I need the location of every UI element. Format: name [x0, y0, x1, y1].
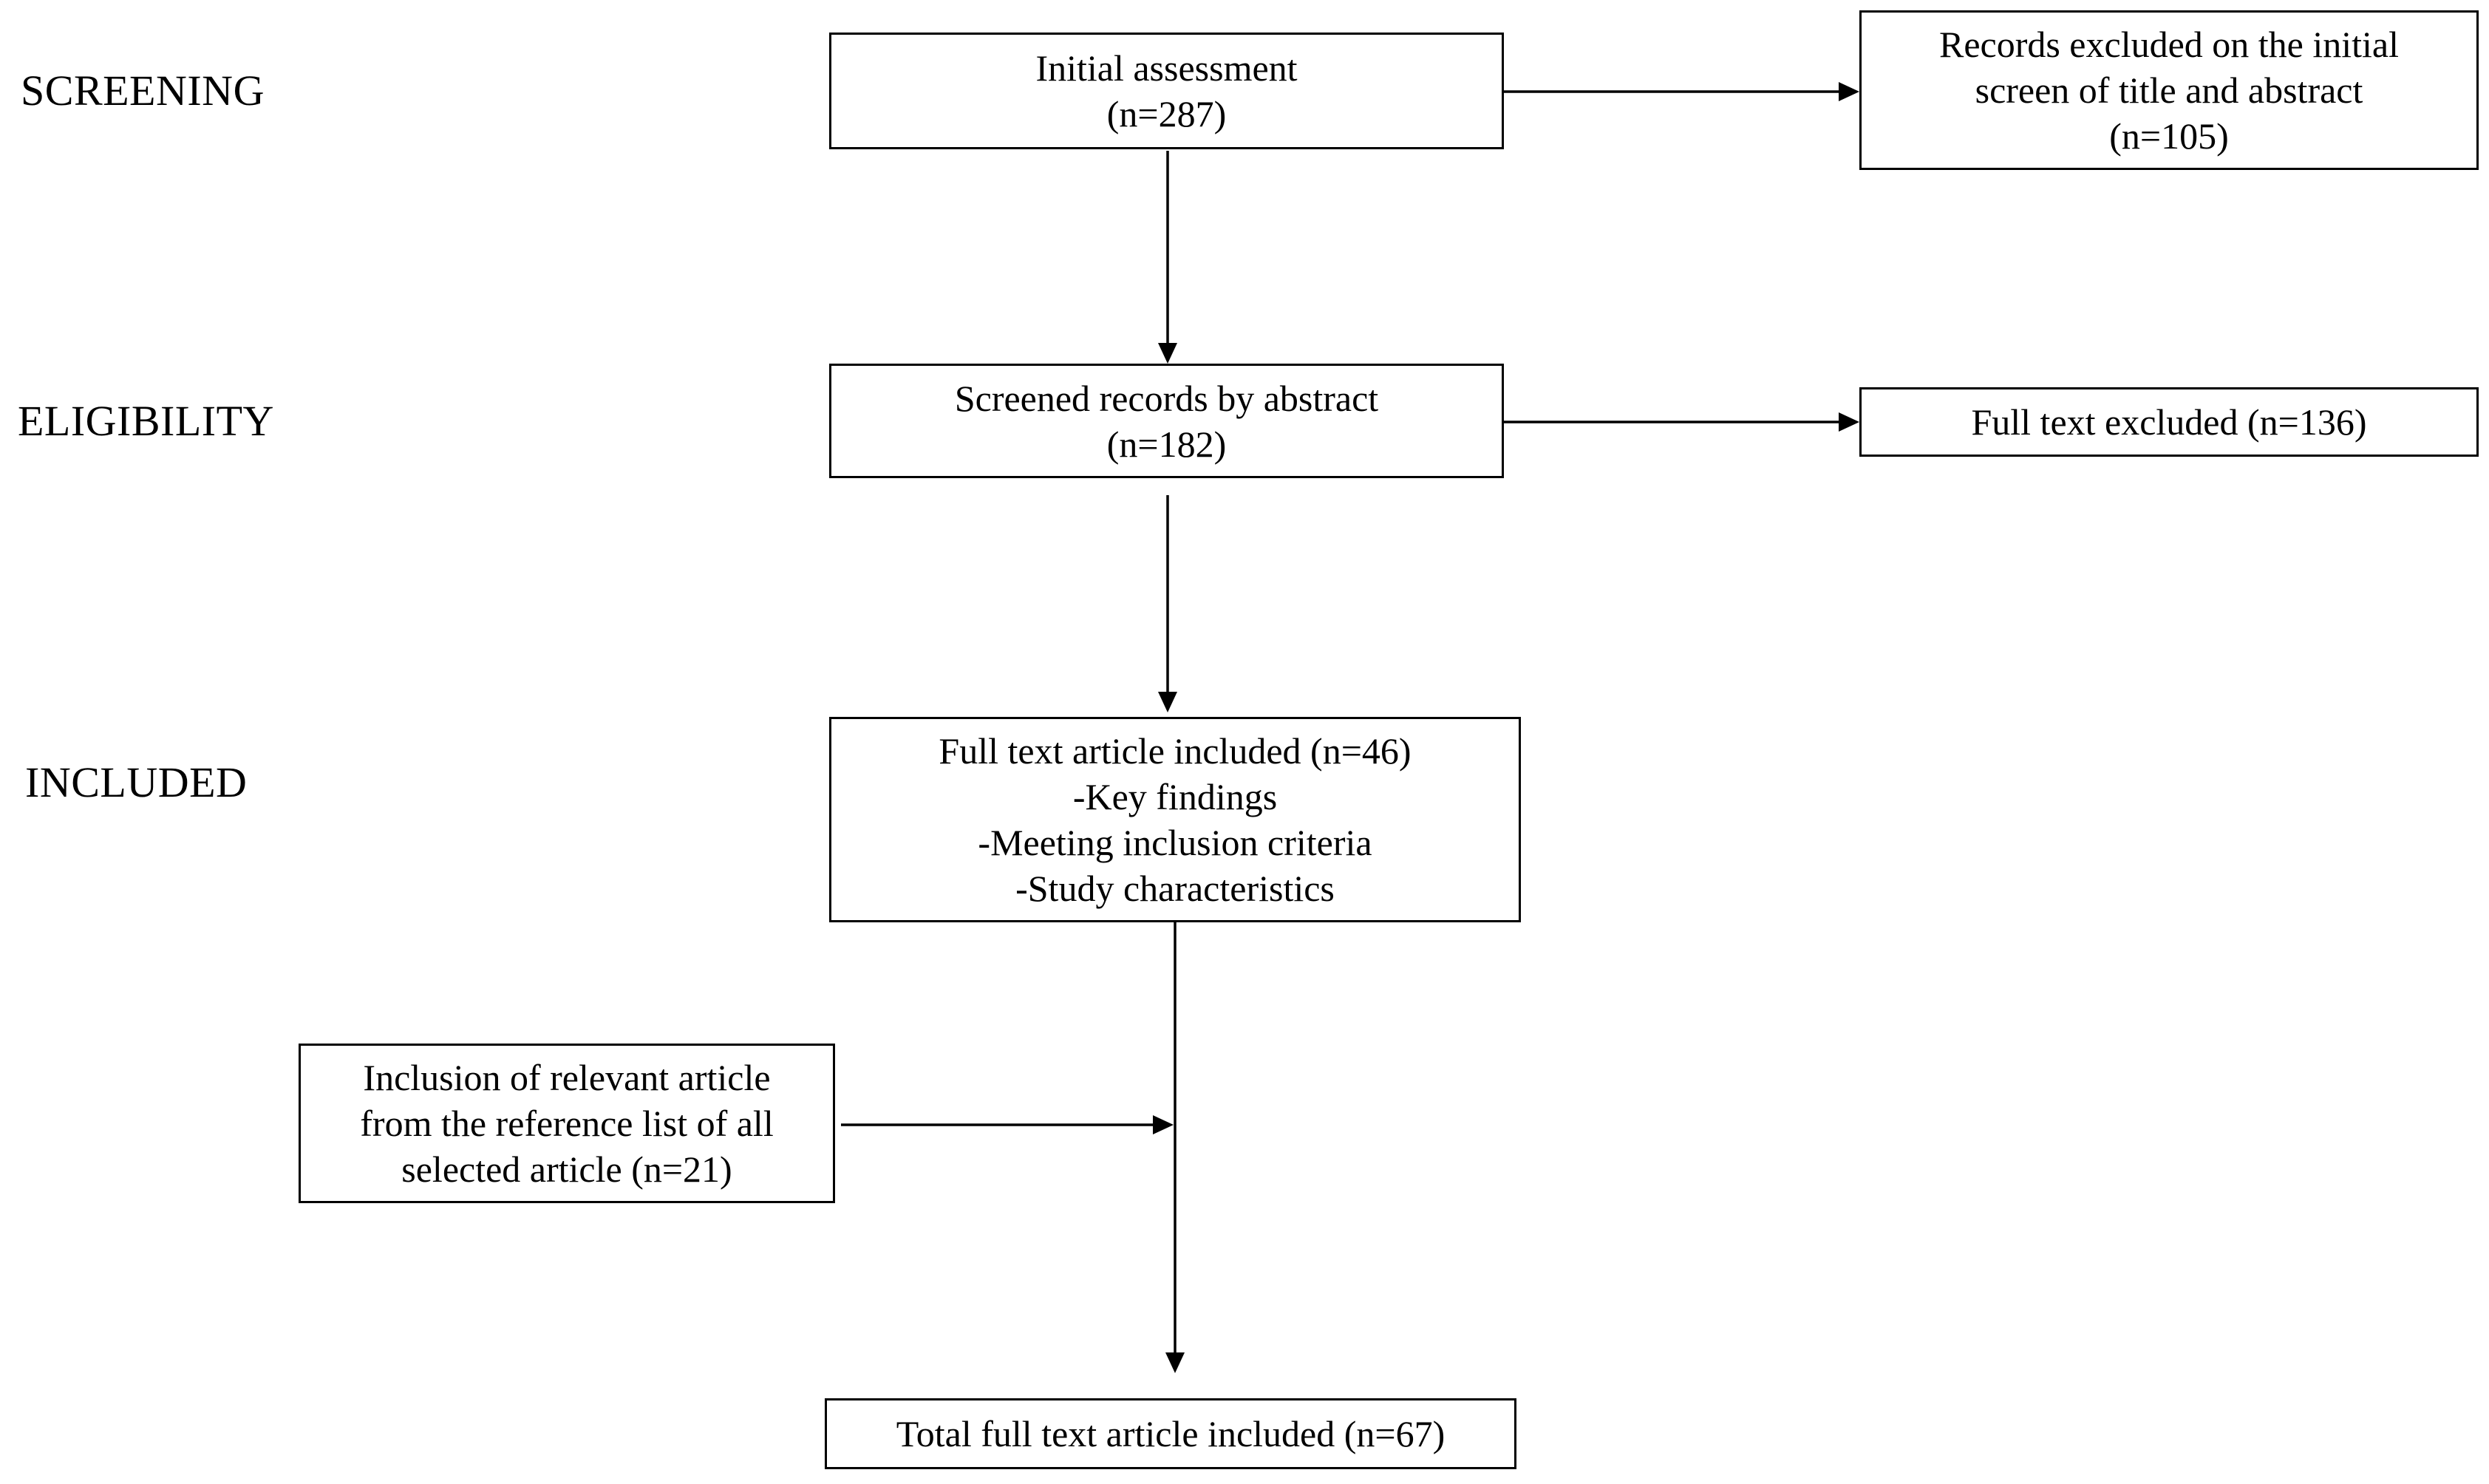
full-text-excluded-box: Full text excluded (n=136) — [1859, 387, 2479, 457]
arrowhead-initial-to-excluded — [1839, 82, 1859, 101]
screened-records-title: Screened records by abstract — [954, 377, 1379, 419]
records-excluded-line-1: Records excluded on the initial — [1938, 24, 2400, 65]
arrowhead-screened-to-included — [1158, 692, 1177, 712]
stage-label-included: INCLUDED — [25, 758, 248, 806]
records-excluded-box: Records excluded on the initial screen o… — [1859, 10, 2479, 170]
arrowhead-screened-to-fulltext-excluded — [1839, 412, 1859, 432]
records-excluded-count: (n=105) — [2109, 115, 2229, 157]
reference-list-line-2: from the reference list of all — [360, 1103, 774, 1144]
full-text-included-item-study-characteristics: -Study characteristics — [1015, 868, 1335, 909]
initial-assessment-box: Initial assessment (n=287) — [829, 33, 1504, 149]
arrowhead-reference-to-main — [1153, 1115, 1174, 1134]
initial-assessment-title: Initial assessment — [1035, 47, 1298, 89]
total-included-label: Total full text article included (n=67) — [896, 1413, 1446, 1454]
arrowhead-initial-to-screened — [1158, 343, 1177, 364]
records-excluded-line-2: screen of title and abstract — [1975, 69, 2363, 111]
reference-list-inclusion-box: Inclusion of relevant article from the r… — [299, 1044, 835, 1203]
total-included-box: Total full text article included (n=67) — [825, 1398, 1516, 1469]
stage-label-screening: SCREENING — [21, 67, 265, 115]
full-text-included-box: Full text article included (n=46) -Key f… — [829, 717, 1521, 922]
full-text-excluded-label: Full text excluded (n=136) — [1971, 401, 2367, 443]
full-text-included-title: Full text article included (n=46) — [939, 730, 1412, 772]
full-text-included-item-key-findings: -Key findings — [1072, 776, 1278, 817]
arrowhead-included-to-total — [1165, 1352, 1185, 1373]
screened-records-count: (n=182) — [1106, 423, 1227, 465]
stage-label-eligibility: ELIGIBILITY — [18, 397, 274, 445]
screened-records-box: Screened records by abstract (n=182) — [829, 364, 1504, 478]
reference-list-line-1: Inclusion of relevant article — [363, 1057, 771, 1098]
initial-assessment-count: (n=287) — [1106, 93, 1227, 135]
full-text-included-item-inclusion-criteria: -Meeting inclusion criteria — [978, 822, 1372, 863]
reference-list-line-3: selected article (n=21) — [401, 1148, 732, 1190]
